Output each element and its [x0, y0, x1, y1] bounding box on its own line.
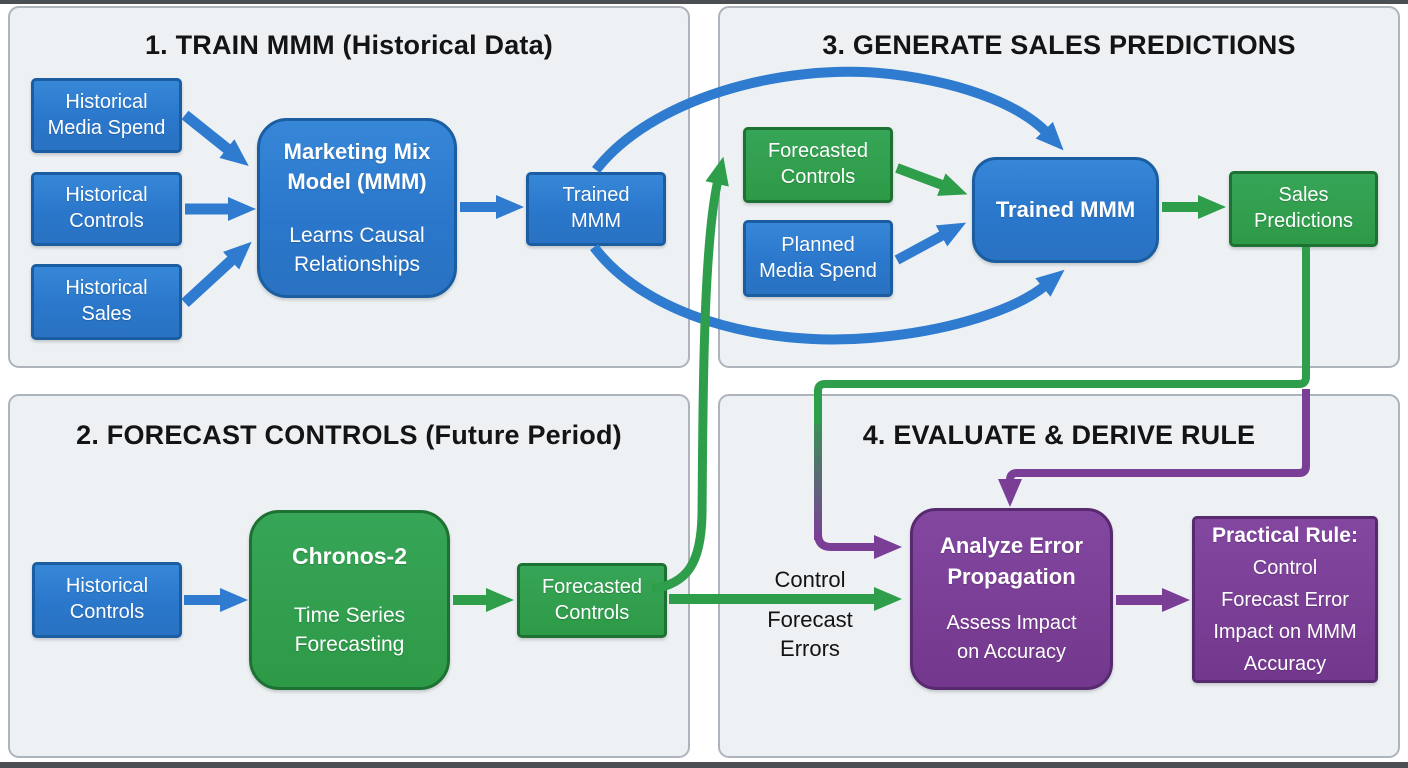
node-practical-rule: Practical Rule: Control Forecast Error I…	[1192, 516, 1378, 683]
bottom-edge-bar	[0, 762, 1408, 768]
node-historical-controls-train: Historical Controls	[31, 172, 182, 246]
node-historical-media-spend: Historical Media Spend	[31, 78, 182, 153]
node-historical-controls-forecast: Historical Controls	[32, 562, 182, 638]
node-analyze-error-propagation: Analyze Error Propagation Assess Impact …	[910, 508, 1113, 690]
mmm-subtitle: Learns Causal Relationships	[289, 224, 425, 276]
panel-title-train-mmm: 1. TRAIN MMM (Historical Data)	[144, 30, 554, 60]
node-trained-mmm-gen: Trained MMM	[972, 157, 1159, 263]
mmm-title: Marketing Mix Model (MMM)	[283, 138, 431, 194]
node-historical-sales: Historical Sales	[31, 264, 182, 340]
edge-label-forecast-errors: Forecast Errors	[767, 607, 853, 661]
top-edge-bar	[0, 0, 1408, 4]
chronos-subtitle: Time Series Forecasting	[293, 604, 406, 656]
node-forecasted-controls-forecast: Forecasted Controls	[517, 563, 667, 638]
node-planned-media-spend: Planned Media Spend	[743, 220, 893, 297]
analyze-subtitle: Assess Impact on Accuracy	[946, 611, 1077, 663]
practical-rule-body: Control Forecast Error Impact on MMM Acc…	[1213, 557, 1357, 676]
chronos-title: Chronos-2	[292, 543, 407, 570]
node-marketing-mix-model: Marketing Mix Model (MMM) Learns Causal …	[257, 118, 457, 298]
panel-title-forecast-controls: 2. FORECAST CONTROLS (Future Period)	[76, 420, 622, 450]
edge-label-control: Control	[774, 567, 846, 592]
node-chronos-2: Chronos-2 Time Series Forecasting	[249, 510, 450, 690]
panel-title-evaluate-derive: 4. EVALUATE & DERIVE RULE	[862, 420, 1256, 450]
panel-title-generate-sales: 3. GENERATE SALES PREDICTIONS	[822, 30, 1296, 60]
practical-rule-title: Practical Rule:	[1212, 523, 1358, 547]
node-sales-predictions: Sales Predictions	[1229, 171, 1378, 247]
node-trained-mmm-train: Trained MMM	[526, 172, 666, 246]
analyze-title: Analyze Error Propagation	[939, 533, 1084, 589]
node-forecasted-controls-gen: Forecasted Controls	[743, 127, 893, 203]
